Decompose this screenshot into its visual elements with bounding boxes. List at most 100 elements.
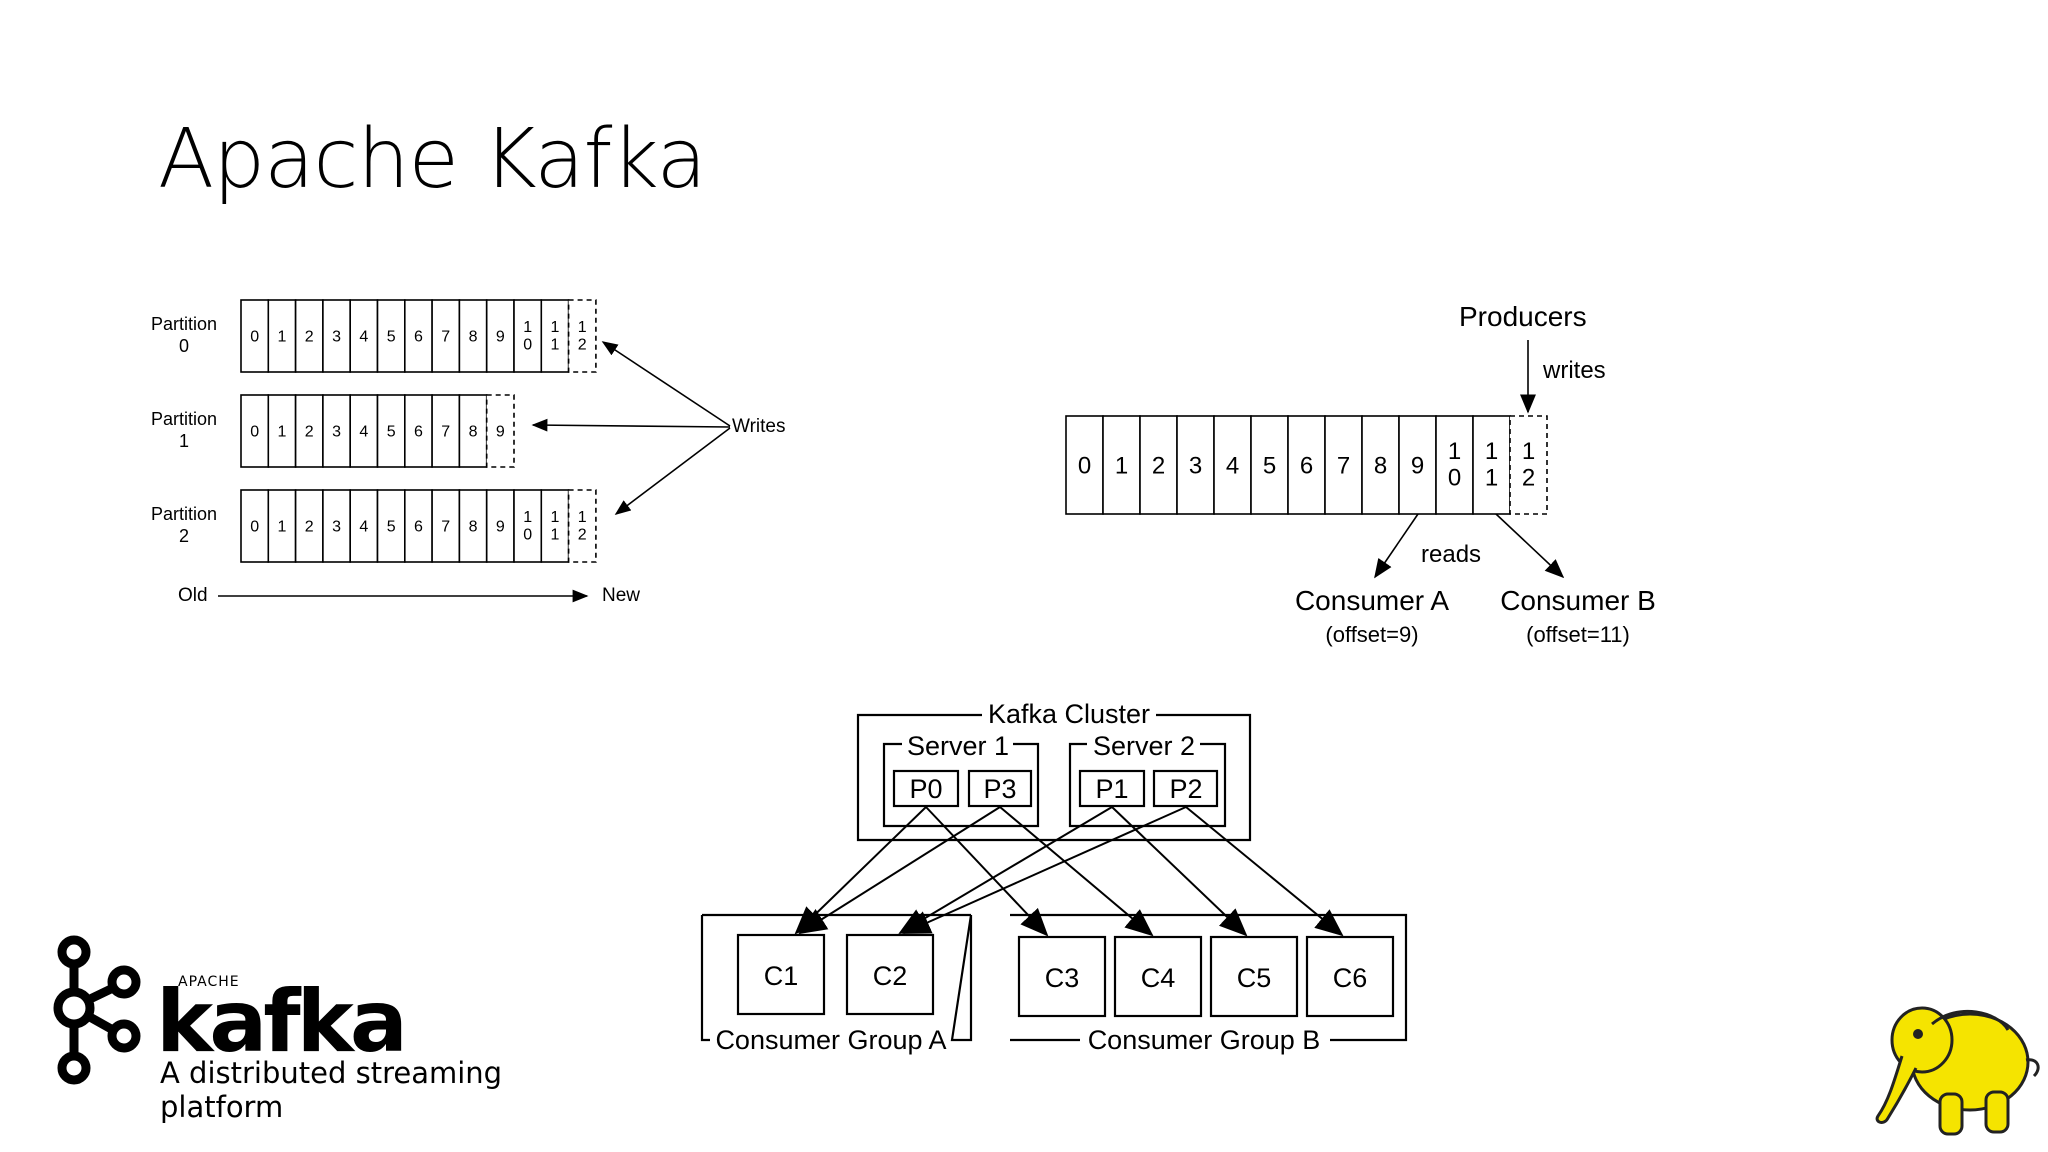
log-cell-10-label-1: 0 bbox=[1448, 464, 1461, 491]
log-cell-0-label: 0 bbox=[1078, 452, 1091, 479]
p0-cell-0 bbox=[240, 299, 270, 373]
p2-cell-7 bbox=[431, 489, 461, 563]
p0-cell-10-label-0: 1 bbox=[523, 319, 532, 336]
partition-label-1: Partition bbox=[151, 409, 217, 429]
p2-cell-3-label: 3 bbox=[332, 519, 341, 536]
p1-cell-2-label: 2 bbox=[305, 424, 314, 441]
p2-cell-1 bbox=[267, 489, 297, 563]
arrow-p2-c6 bbox=[1185, 806, 1344, 937]
p0-cell-9-label: 9 bbox=[496, 329, 505, 346]
p0-cell-4-label: 4 bbox=[359, 329, 368, 346]
consumer-a-name: Consumer A bbox=[1295, 585, 1449, 616]
consumer-b-name: Consumer B bbox=[1500, 585, 1656, 616]
p2-cell-4 bbox=[349, 489, 379, 563]
p1-cell-7 bbox=[431, 394, 461, 468]
p2-cell-4-label: 4 bbox=[359, 519, 368, 536]
new-label: New bbox=[602, 585, 640, 606]
p0-cell-1 bbox=[267, 299, 297, 373]
arrow-p1-c2 bbox=[898, 806, 1113, 935]
consumer-c4 bbox=[1113, 935, 1203, 1018]
p2-cell-2-label: 2 bbox=[305, 519, 314, 536]
p1-cell-3 bbox=[322, 394, 351, 468]
partition-p3 bbox=[967, 769, 1033, 808]
log-cell-2 bbox=[1139, 415, 1178, 515]
log-cell-8-label: 8 bbox=[1374, 452, 1387, 479]
p0-cell-8 bbox=[458, 299, 488, 373]
consumer-c1-label: C1 bbox=[764, 961, 799, 991]
p0-cell-10-label-1: 0 bbox=[523, 337, 532, 354]
log-cell-11-label-0: 1 bbox=[1485, 438, 1498, 465]
server-2-label: Server 2 bbox=[1093, 731, 1195, 761]
p1-cell-5-label: 5 bbox=[387, 424, 396, 441]
p0-cell-8-label: 8 bbox=[469, 329, 478, 346]
arrow-p0-c3 bbox=[925, 806, 1049, 937]
server-2-box bbox=[1068, 742, 1227, 828]
p2-cell-0-label: 0 bbox=[250, 519, 259, 536]
log-cell-7-label: 7 bbox=[1337, 452, 1350, 479]
partition-p3-label: P3 bbox=[983, 774, 1016, 804]
kafka-logo: APACHE kafka TM A distributed streaming … bbox=[44, 932, 584, 1124]
consumer-b-read-arrow bbox=[1495, 513, 1565, 579]
kafka-logo-tm: TM bbox=[364, 1042, 377, 1052]
p0-cell-new-label-1: 2 bbox=[578, 337, 587, 354]
p0-cell-7-label: 7 bbox=[441, 329, 450, 346]
p1-cell-1-label: 1 bbox=[277, 424, 286, 441]
consumer-c3-label: C3 bbox=[1045, 963, 1080, 993]
log-cell-9-label: 9 bbox=[1411, 452, 1424, 479]
consumer-c4-label: C4 bbox=[1141, 963, 1176, 993]
p2-cell-11 bbox=[540, 489, 570, 563]
p1-cell-8-label: 8 bbox=[469, 424, 478, 441]
partition-number-1: 1 bbox=[179, 431, 189, 451]
consumer-group-b-label: Consumer Group B bbox=[1088, 1025, 1321, 1055]
p1-cell-7-label: 7 bbox=[441, 424, 450, 441]
p0-cell-9 bbox=[485, 299, 515, 373]
log-cell-5-label: 5 bbox=[1263, 452, 1276, 479]
partition-label-0: Partition bbox=[151, 314, 217, 334]
p0-cell-0-label: 0 bbox=[250, 329, 259, 346]
writes-label: writes bbox=[1542, 357, 1606, 384]
kafka-cluster-box bbox=[856, 713, 1252, 842]
kafka-cluster-diagram: Kafka Cluster Server 1 P0 P3 Server 2 P1… bbox=[700, 699, 1408, 1055]
consumer-c5 bbox=[1209, 935, 1299, 1018]
kafka-logo-apache: APACHE bbox=[178, 974, 240, 990]
p0-cell-11-label-1: 1 bbox=[550, 337, 559, 354]
p2-cell-10 bbox=[513, 489, 543, 563]
log-cell-new bbox=[1509, 415, 1548, 515]
consumer-a-offset: (offset=9) bbox=[1325, 622, 1418, 647]
log-cell-7 bbox=[1324, 415, 1363, 515]
consumer-c2 bbox=[845, 933, 935, 1016]
reads-label: reads bbox=[1421, 541, 1481, 568]
p0-cell-3-label: 3 bbox=[332, 329, 341, 346]
p0-cell-11 bbox=[540, 299, 570, 373]
p0-cell-new-label-0: 1 bbox=[578, 319, 587, 336]
p0-cell-11-label-0: 1 bbox=[550, 319, 559, 336]
log-cell-1-label: 1 bbox=[1115, 452, 1128, 479]
p0-cell-6-label: 6 bbox=[414, 329, 423, 346]
p0-cell-new bbox=[567, 299, 597, 373]
writes-label: Writes bbox=[732, 416, 785, 437]
writes-arrow-p0 bbox=[601, 341, 731, 427]
kafka-cluster-label: Kafka Cluster bbox=[988, 699, 1150, 729]
p0-cell-6 bbox=[403, 299, 433, 373]
server-1-label: Server 1 bbox=[907, 731, 1009, 761]
p1-cell-new bbox=[485, 394, 515, 468]
p1-cell-0-label: 0 bbox=[250, 424, 259, 441]
p1-cell-4-label: 4 bbox=[359, 424, 368, 441]
partition-p0 bbox=[892, 769, 960, 808]
p2-cell-8-label: 8 bbox=[469, 519, 478, 536]
p2-cell-new-label-0: 1 bbox=[578, 509, 587, 526]
log-cell-11-label-1: 1 bbox=[1485, 464, 1498, 491]
kafka-tagline: A distributed streaming platform bbox=[160, 1056, 503, 1124]
log-cell-new-label-1: 2 bbox=[1522, 464, 1535, 491]
consumer-b-offset: (offset=11) bbox=[1526, 622, 1630, 647]
log-cell-9 bbox=[1398, 415, 1437, 515]
log-cell-4-label: 4 bbox=[1226, 452, 1239, 479]
partition-p1 bbox=[1078, 769, 1146, 808]
old-label: Old bbox=[178, 585, 208, 606]
p0-cell-5 bbox=[376, 299, 406, 373]
p1-cell-2 bbox=[294, 394, 324, 468]
p2-cell-9-label: 9 bbox=[496, 519, 505, 536]
hadoop-elephant-icon bbox=[1875, 1006, 2040, 1136]
consumer-c2-label: C2 bbox=[873, 961, 908, 991]
